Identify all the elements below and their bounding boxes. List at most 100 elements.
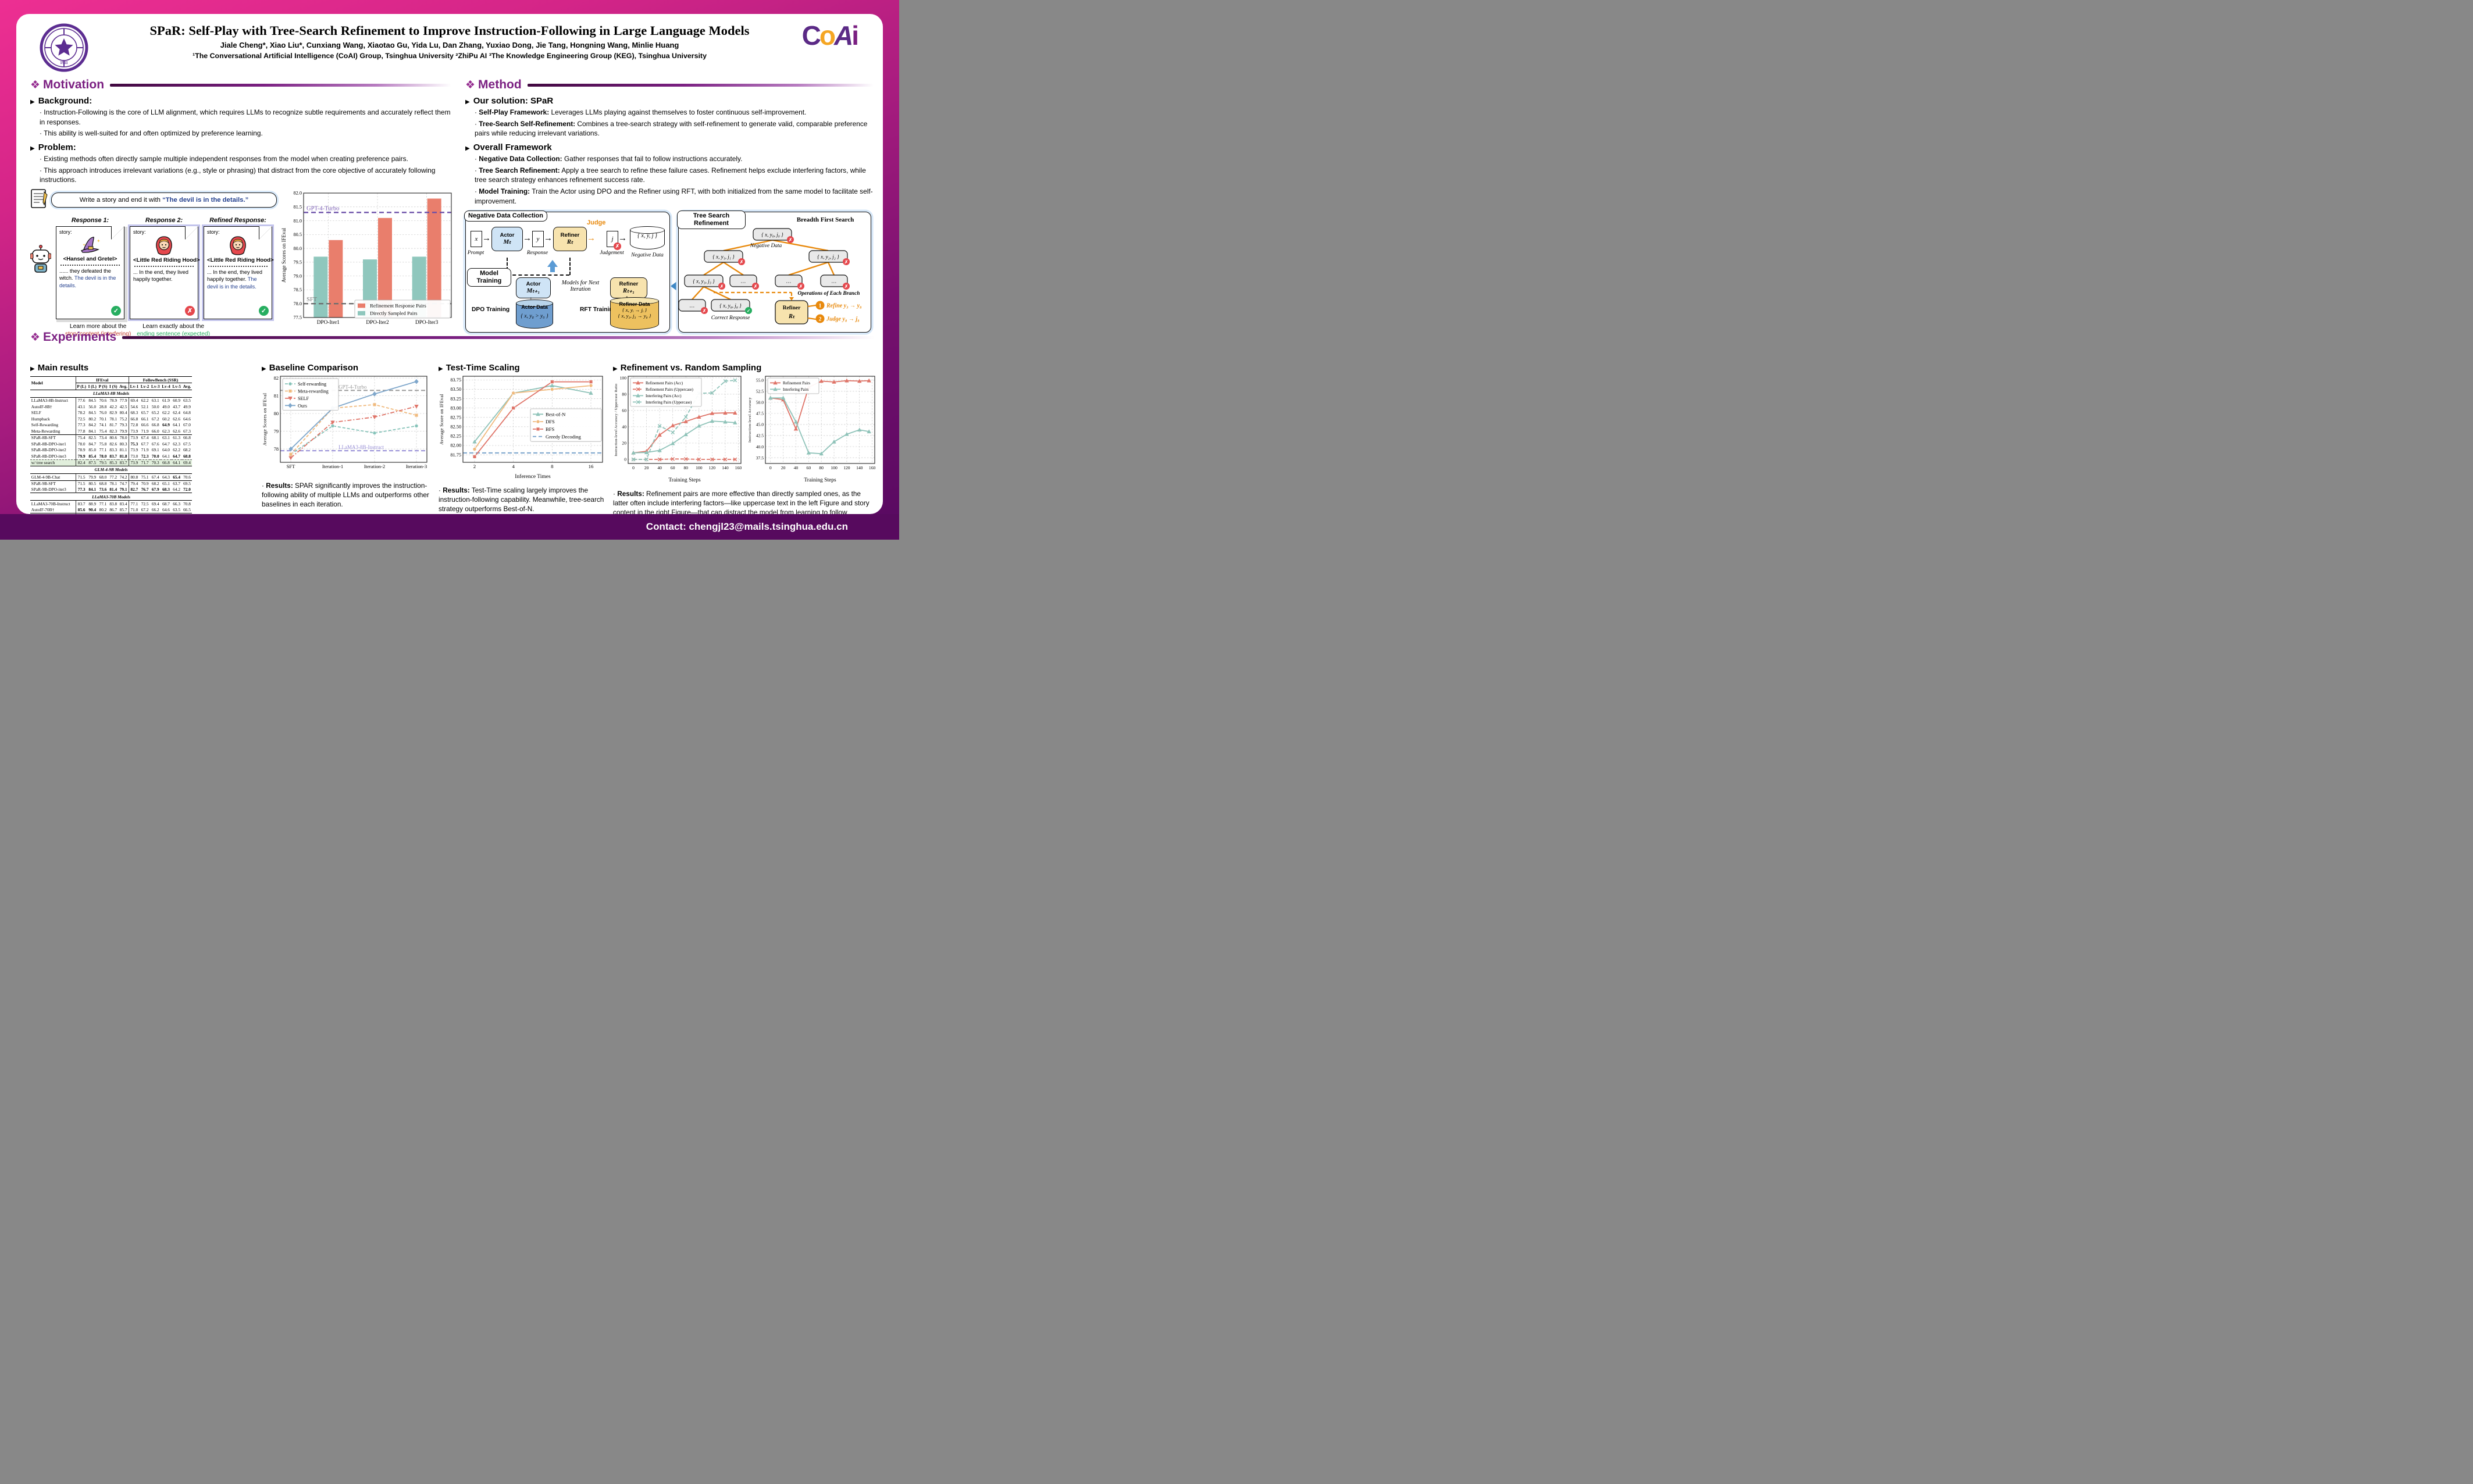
svg-text:60: 60 <box>671 465 675 470</box>
contact-email[interactable]: Contact: chengjl23@mails.tsinghua.edu.cn <box>646 521 848 532</box>
svg-text:78.0: 78.0 <box>293 301 302 306</box>
svg-text:Greedy Decoding: Greedy Decoding <box>546 434 582 440</box>
section-method: ❖ Method ▶Our solution: SPaR· Self-Play … <box>464 78 874 333</box>
flow-arrow-icon: → <box>544 233 553 244</box>
prompt-var: x <box>471 231 482 248</box>
testtime-title: Test-Time Scaling <box>446 363 520 373</box>
subsection-title: ▶Background: <box>30 96 92 106</box>
svg-text:80: 80 <box>819 465 824 470</box>
testtime-results-text: · Results: Test-Time scaling largely imp… <box>439 486 604 513</box>
actor-data-cylinder: Actor Data { x, y₈ > y₀ } <box>515 299 553 329</box>
svg-text:SELF: SELF <box>298 396 309 401</box>
negative-data-cylinder: { x, y, j } <box>629 226 665 250</box>
svg-text:40.0: 40.0 <box>756 444 764 450</box>
svg-text:✗: ✗ <box>799 284 803 289</box>
bullet-item: · Existing methods often directly sample… <box>40 154 408 163</box>
svg-text:83.00: 83.00 <box>450 405 461 411</box>
svg-text:100: 100 <box>620 376 627 381</box>
flow-arrow-icon: → <box>482 233 491 244</box>
svg-text:SFT: SFT <box>307 297 318 303</box>
rft-training-label: RFT Training <box>580 306 617 313</box>
svg-text:83.25: 83.25 <box>450 396 461 401</box>
svg-text:Refinement Pairs (Uppercase): Refinement Pairs (Uppercase) <box>646 388 693 392</box>
response-card: Response 1:story:✦✦<Hansel and Gretel>..… <box>56 217 124 319</box>
svg-text:80: 80 <box>274 411 279 416</box>
svg-text:20: 20 <box>644 465 649 470</box>
judge-arrow-icon: → <box>587 233 596 244</box>
svg-text:20: 20 <box>781 465 786 470</box>
svg-text:45.0: 45.0 <box>756 422 764 427</box>
svg-text:GPT-4-Turbo: GPT-4-Turbo <box>338 384 367 390</box>
svg-text:✓: ✓ <box>747 308 750 313</box>
prompt-bubble: Write a story and end it with “The devil… <box>51 192 277 208</box>
svg-text:✦: ✦ <box>97 238 101 244</box>
response-card: Refined Response:story:<Little Red Ridin… <box>204 217 274 319</box>
svg-text:81: 81 <box>274 393 279 398</box>
svg-text:Inference Times: Inference Times <box>515 473 551 480</box>
svg-text:40: 40 <box>794 465 799 470</box>
robot-icon <box>30 244 52 277</box>
svg-text:1911: 1911 <box>60 60 68 65</box>
svg-text:✗: ✗ <box>844 284 848 289</box>
bullet-item: · This approach introduces irrelevant va… <box>40 166 436 184</box>
up-arrow-icon: ↑ <box>529 295 533 304</box>
svg-text:Best-of-N: Best-of-N <box>546 411 566 417</box>
svg-text:55.0: 55.0 <box>756 378 764 383</box>
method-bullets: ▶Our solution: SPaR· Self-Play Framework… <box>465 96 874 206</box>
svg-text:160: 160 <box>869 465 876 470</box>
svg-text:…: … <box>741 279 746 284</box>
svg-text:✗: ✗ <box>754 284 757 289</box>
dashed-connector <box>507 258 508 276</box>
flow-arrow-icon: → <box>523 233 532 244</box>
svg-text:…: … <box>832 279 836 284</box>
svg-text:Iteration-3: Iteration-3 <box>406 463 427 469</box>
bullet-arrow-icon: ▶ <box>30 99 35 105</box>
svg-text:80.0: 80.0 <box>293 246 302 251</box>
svg-text:82.25: 82.25 <box>450 434 461 439</box>
memo-icon <box>30 188 48 212</box>
svg-text:40: 40 <box>622 424 626 430</box>
svg-text:78: 78 <box>274 447 279 452</box>
bullet-arrow-icon: ▶ <box>465 145 470 152</box>
svg-text:60: 60 <box>807 465 811 470</box>
judge-label: Judge <box>587 219 606 227</box>
check-badge-icon: ✓ <box>259 305 269 316</box>
bullet-arrow-icon: ▶ <box>439 366 443 372</box>
section-rule <box>110 83 451 87</box>
svg-text:52.5: 52.5 <box>756 389 764 394</box>
svg-text:50.0: 50.0 <box>756 400 764 405</box>
bullet-item: · Instruction-Following is the core of L… <box>40 108 451 126</box>
refiner-data-cylinder: Refiner Data { x, yᵢ → jᵢ } { x, y₃, j₃ … <box>610 297 659 330</box>
svg-text:120: 120 <box>709 465 716 470</box>
svg-text:42.5: 42.5 <box>756 433 764 438</box>
response-var: y <box>532 231 544 248</box>
svg-text:…: … <box>786 279 791 284</box>
svg-text:Average Scores on IFEval: Average Scores on IFEval <box>281 227 287 283</box>
svg-text:Interfering Pairs (Uppercase): Interfering Pairs (Uppercase) <box>646 401 692 405</box>
svg-text:Refinement Pairs: Refinement Pairs <box>783 381 810 386</box>
page-fold-icon <box>186 226 198 239</box>
svg-text:✦: ✦ <box>83 243 85 247</box>
svg-text:{ x, y₀, j₀ }: { x, y₀, j₀ } <box>761 232 783 238</box>
svg-text:40: 40 <box>657 465 662 470</box>
poster-title: SPaR: Self-Play with Tree-Search Refinem… <box>149 23 750 38</box>
svg-text:83.50: 83.50 <box>450 387 461 392</box>
svg-text:78.5: 78.5 <box>293 287 302 292</box>
dashed-connector <box>507 274 569 276</box>
svg-text:37.5: 37.5 <box>756 455 764 461</box>
svg-text:0: 0 <box>632 465 635 470</box>
svg-text:0: 0 <box>624 457 626 462</box>
svg-text:SFT: SFT <box>287 463 296 469</box>
